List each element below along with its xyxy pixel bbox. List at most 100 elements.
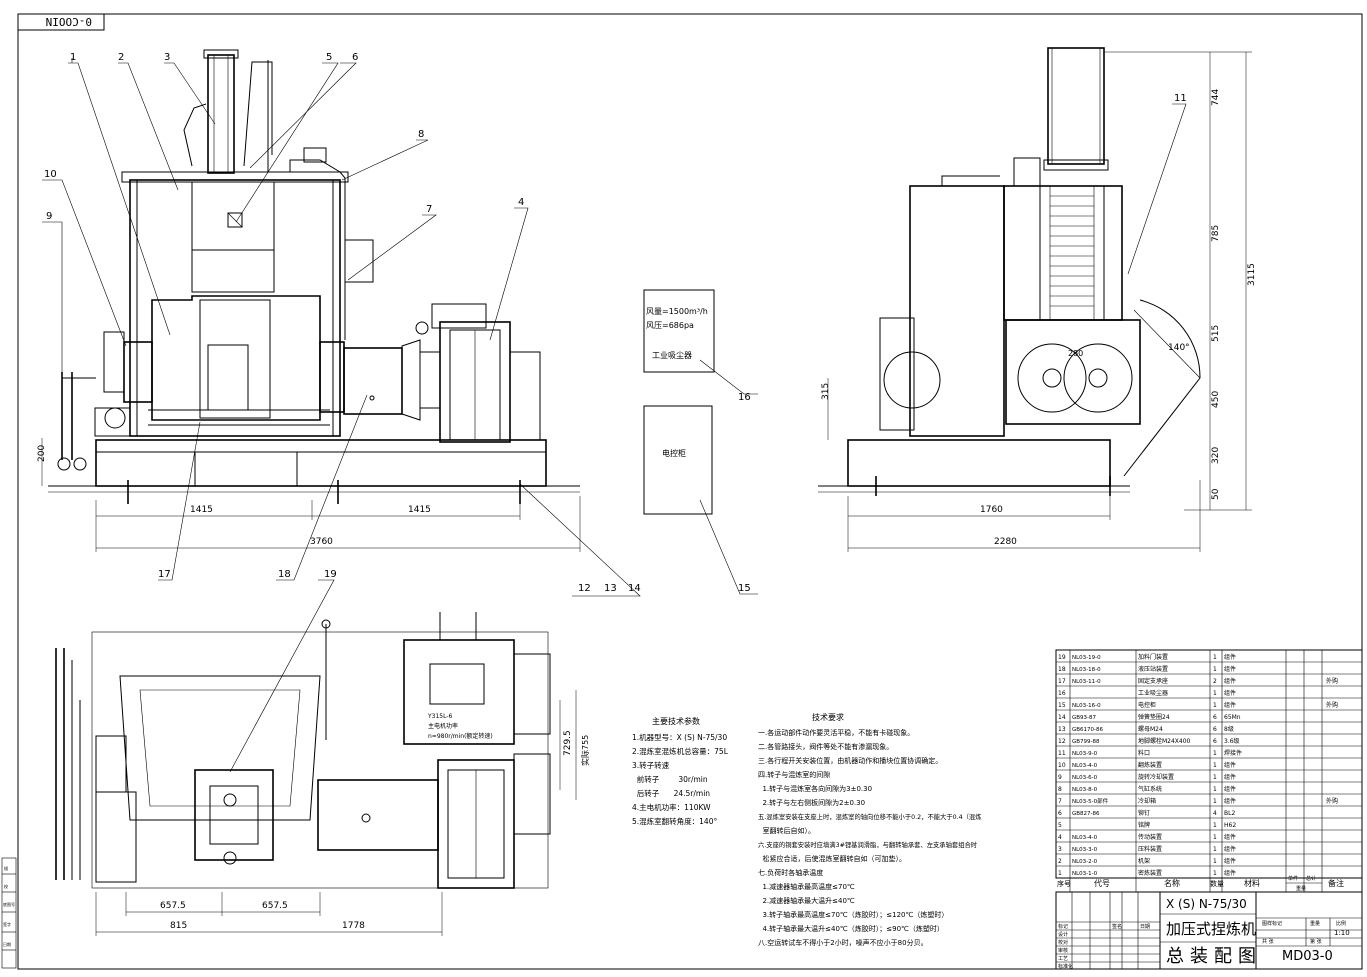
bom-cell-remark: 外购: [1326, 797, 1338, 805]
bom-h-unit-wt: 单件: [1288, 875, 1298, 882]
bom-cell-mat: 组件: [1224, 845, 1236, 853]
bom-cell-mat: 组件: [1224, 701, 1236, 709]
bom-cell-no: 16: [1058, 690, 1066, 697]
control-cabinet-name: 电控柜: [662, 448, 686, 458]
front-callouts: [42, 58, 641, 773]
front-callout-18: 18: [278, 569, 291, 580]
tech-req-line: 五.混炼室安装在支座上时，混炼室的轴向位移不能小于0.2，不能大于0.4（混炼: [758, 812, 982, 821]
title-row-check: 校对: [1058, 939, 1068, 946]
strip-label: 底图号: [3, 901, 15, 907]
bom-cell-mat: 组件: [1224, 857, 1236, 865]
bom-cell-name: 弹簧垫圈24: [1138, 713, 1170, 721]
bom-cell-code: NL03-2-0: [1072, 859, 1098, 865]
bom-cell-code: NL03-6-0: [1072, 775, 1098, 781]
title-drawing-no: MD03-0: [1282, 949, 1333, 964]
dim-3115: 3115: [1247, 263, 1257, 286]
tech-req-line: 一.各运动部件动作要灵活平稳，不能有卡碰现象。: [758, 728, 914, 737]
bom-cell-name: 翻炼装置: [1138, 761, 1162, 769]
bom-cell-remark: 外购: [1326, 677, 1338, 685]
left-margin-strip: [1, 857, 17, 969]
title-date-label: 日期: [1140, 924, 1150, 930]
bom-cell-mat: 组件: [1224, 785, 1236, 793]
title-scale: 1:10: [1334, 929, 1350, 937]
bom-cell-name: 机架: [1138, 857, 1150, 865]
front-callout-10: 10: [44, 169, 57, 180]
title-sheet-label-2: 第 张: [1310, 938, 1322, 945]
bom-cell-code: NL03-9-0: [1072, 751, 1098, 757]
drawing-id-text: 0-COOIN: [46, 15, 92, 28]
front-dimensions: [41, 438, 581, 552]
bom-cell-code: NL03-8-0: [1072, 787, 1098, 793]
main-params-line: 后转子 24.5r/min: [632, 788, 710, 798]
title-row-standard: 标准化: [1058, 963, 1073, 970]
front-callout-7: 7: [426, 204, 432, 215]
angle-140: 140°: [1168, 343, 1190, 353]
title-row-process: 工艺: [1058, 956, 1068, 962]
bom-cell-qty: 6: [1213, 714, 1217, 721]
dust-collector-name: 工业吸尘器: [652, 350, 692, 360]
tech-req-line: 3.转子轴承最高温度≤70℃（炼胶时）；≤120℃（炼塑时）: [758, 910, 948, 919]
bom-h-total-wt: 总计: [1306, 875, 1316, 882]
dim-815: 815: [170, 921, 187, 931]
bom-table: [1055, 649, 1363, 893]
bom-cell-mat: 组件: [1224, 689, 1236, 697]
bom-cell-name: 工业吸尘器: [1138, 689, 1168, 697]
tech-req-line: 室翻转后自如）。: [758, 826, 815, 835]
bom-h-remark: 备注: [1328, 878, 1344, 888]
bom-cell-no: 4: [1058, 834, 1062, 841]
tech-req-title: 技术要求: [812, 712, 844, 722]
bom-cell-no: 11: [1058, 750, 1066, 757]
tech-req-line: 八.空运转试车不得小于2小时，噪声不应小于80分贝。: [758, 938, 928, 947]
dim-320: 320: [1211, 447, 1221, 464]
front-callout-9: 9: [46, 211, 52, 222]
bom-h-material: 材料: [1244, 878, 1260, 888]
front-callout-17: 17: [158, 569, 171, 580]
title-row-review: 审核: [1058, 947, 1068, 954]
bom-cell-mat: 组件: [1224, 833, 1236, 841]
main-params-line: 2.混炼室混炼机总容量：75L: [632, 746, 729, 756]
bom-cell-qty: 1: [1213, 762, 1217, 769]
bom-cell-name: 压料装置: [1138, 845, 1162, 853]
sheet-border: [17, 13, 1363, 970]
front-callout-3: 3: [164, 52, 170, 63]
dim-2280: 2280: [994, 537, 1017, 547]
bom-cell-name: 加料门装置: [1138, 653, 1168, 661]
bom-row-lines: [1056, 661, 1362, 879]
bom-cell-code: NL03-11-0: [1072, 679, 1101, 685]
screw-hatch: [1050, 195, 1094, 307]
tech-req-line: 1.转子与混炼室各向间隙为3±0.30: [758, 784, 872, 793]
main-params-line: 前转子 30r/min: [632, 774, 708, 784]
dim-657-5-right: 657.5: [262, 901, 288, 911]
bom-cell-no: 19: [1058, 654, 1066, 661]
bom-cell-no: 2: [1058, 858, 1062, 865]
motor-label-2: n=980r/min(额定转速): [428, 732, 493, 740]
title-weight-label: 重量: [1310, 920, 1320, 927]
bom-h-code: 代号: [1094, 878, 1110, 888]
bom-cell-qty: 1: [1213, 846, 1217, 853]
tech-requirements: 技术要求 一.各运动部件动作要灵活平稳，不能有卡碰现象。 二.各管路接头，阀件等…: [758, 712, 982, 947]
bom-cell-qty: 1: [1213, 786, 1217, 793]
plan-dimensions: [95, 690, 577, 936]
main-params-line: 4.主电机功率：110KW: [632, 802, 711, 812]
bom-cell-no: 6: [1058, 810, 1062, 817]
bom-cell-name: 地脚螺栓M24X400: [1138, 737, 1191, 745]
dim-1415-right: 1415: [408, 505, 431, 515]
front-callout-2: 2: [118, 52, 124, 63]
plan-view: [55, 612, 577, 936]
title-drawing-title: 总装配图: [1166, 946, 1262, 967]
tech-req-line: 松紧应合适，后使混炼室翻转自如（可加垫）。: [758, 854, 906, 863]
bom-cell-no: 7: [1058, 798, 1062, 805]
dim-744: 744: [1211, 89, 1221, 106]
bom-cell-qty: 1: [1213, 750, 1217, 757]
control-cabinet: [643, 405, 758, 595]
bom-cell-no: 8: [1058, 786, 1062, 793]
bom-cell-code: NL03-4-0: [1072, 835, 1098, 841]
side-view: 11 744 785 3115 515 450 320 50 315 1760: [818, 47, 1257, 552]
bom-cell-no: 17: [1058, 678, 1066, 685]
main-params-line: 1.机器型号：X (S) N-75/30: [632, 732, 727, 742]
bom-cell-name: 螺母M24: [1138, 725, 1163, 733]
bom-cell-code: NL03-18-0: [1072, 667, 1101, 673]
dim-50: 50: [1211, 488, 1221, 500]
